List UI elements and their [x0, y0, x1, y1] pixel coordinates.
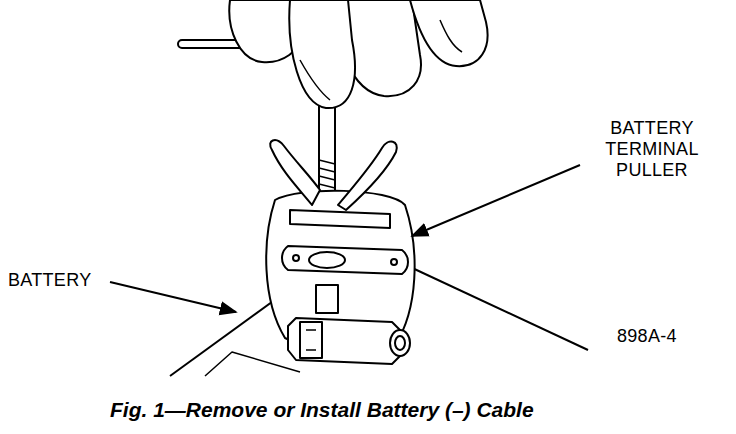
puller-wing	[338, 142, 397, 210]
terminal-bolt-head	[300, 322, 322, 358]
glove-crease	[300, 60, 330, 100]
battery-edge	[205, 352, 300, 376]
drawing	[170, 0, 588, 376]
cable-end	[395, 336, 405, 350]
jaw-rivet	[391, 259, 397, 265]
part-label: BATTERY TERMINAL PULLER	[588, 118, 716, 181]
cable-end	[390, 330, 410, 356]
leader-line	[110, 282, 236, 312]
battery-post	[316, 285, 338, 313]
glove-crease	[440, 20, 462, 52]
jaw-rivet	[293, 255, 299, 261]
leader-line	[412, 165, 580, 236]
figure-number: 898A-4	[617, 326, 717, 347]
figure-caption: Fig. 1—Remove or Install Battery (–) Cab…	[110, 398, 534, 422]
glove-finger	[410, 0, 488, 66]
cable-terminal	[288, 318, 402, 364]
puller-wing	[270, 140, 320, 205]
bolt-detail	[306, 330, 316, 350]
shaft-nut	[309, 252, 345, 268]
puller-jaw-bar	[282, 246, 408, 274]
glove-finger	[289, 0, 355, 108]
puller-crosspiece	[290, 210, 390, 228]
part-label: BATTERY	[8, 270, 108, 291]
battery-edge	[408, 266, 588, 350]
